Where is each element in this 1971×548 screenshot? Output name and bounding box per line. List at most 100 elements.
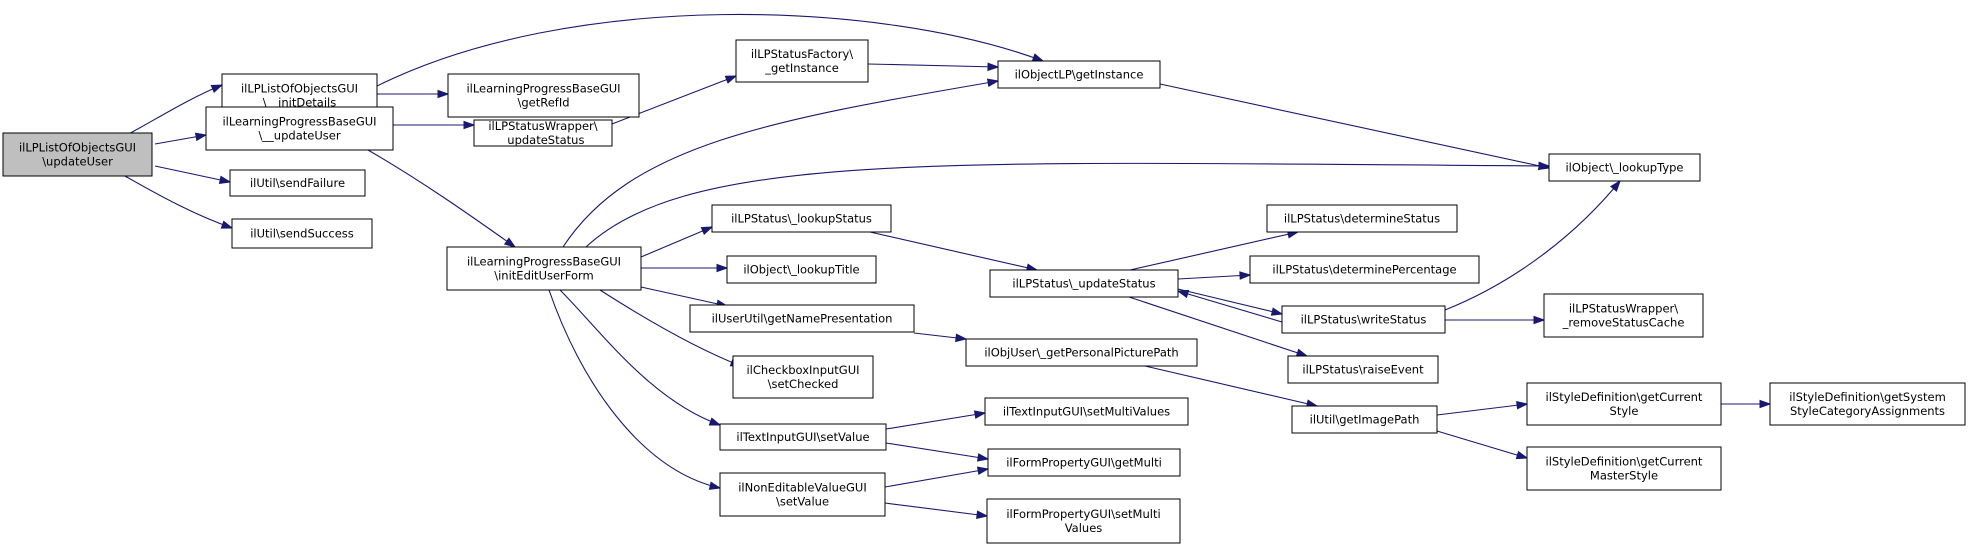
edge-factory-to-objectlp	[867, 62, 1000, 72]
node-box	[726, 255, 877, 284]
node-label: ilLPStatus\_lookupStatus	[731, 212, 872, 226]
edge-line	[1177, 290, 1283, 323]
edge-line	[124, 84, 223, 137]
node-label: ilLPStatus\writeStatus	[1301, 313, 1427, 327]
node-get-system-style-cat[interactable]: ilStyleDefinition\getSystemStyleCategory…	[1769, 382, 1966, 426]
edge-statusupdate-to-determinepct	[1177, 271, 1252, 280]
node-label: StyleCategoryAssignments	[1790, 404, 1945, 418]
node-init-edit-user-form[interactable]: ilLearningProgressBaseGUI\initEditUserFo…	[446, 246, 642, 291]
node-personal-picture-path[interactable]: ilObjUser\_getPersonalPicturePath	[965, 338, 1198, 367]
node-raise-event[interactable]: ilLPStatus\raiseEvent	[1287, 355, 1439, 384]
node-box	[989, 269, 1179, 298]
edge-line	[1436, 430, 1528, 459]
nodes-layer: ilLPListOfObjectsGUI\updateUserilLPListO…	[2, 39, 1966, 544]
edge-line	[885, 442, 989, 460]
node-label: \setChecked	[768, 377, 839, 391]
node-lookup-type[interactable]: ilObject\_lookupType	[1548, 153, 1701, 182]
node-object-l-p-get-instance[interactable]: ilObjectLP\getInstance	[997, 60, 1161, 89]
node-label: ilStyleDefinition\getCurrent	[1546, 455, 1703, 469]
node-box	[1769, 382, 1966, 426]
node-label: Style	[1610, 404, 1639, 418]
node-label: \updateUser	[42, 155, 113, 169]
arrowhead	[700, 226, 714, 236]
node-label: _updateStatus	[501, 133, 585, 147]
node-label: ilLPStatusWrapper\	[1569, 302, 1678, 316]
node-text-input-set-multi-values[interactable]: ilTextInputGUI\setMultiValues	[984, 397, 1189, 426]
node-remove-status-cache[interactable]: ilLPStatusWrapper\_removeStatusCache	[1543, 293, 1704, 338]
arrowhead	[437, 89, 450, 99]
node-non-editable-set-value[interactable]: ilNonEditableValueGUI\setValue	[719, 472, 886, 517]
edge-noneditable-to-setmulti	[884, 502, 989, 519]
node-root[interactable]: ilLPListOfObjectsGUI\updateUser	[2, 132, 153, 177]
edge-initedit-to-namepresentation	[640, 286, 729, 308]
node-box	[965, 338, 1198, 367]
node-form-property-set-multi-values[interactable]: ilFormPropertyGUI\setMultiValues	[986, 498, 1181, 544]
edge-line	[640, 286, 728, 307]
node-label: ilFormPropertyGUI\setMulti	[1006, 507, 1160, 521]
node-form-property-get-multi[interactable]: ilFormPropertyGUI\getMulti	[987, 448, 1181, 477]
node-get-ref-id[interactable]: ilLearningProgressBaseGUI\getRefId	[447, 73, 640, 118]
node-status-update[interactable]: ilLPStatus\_updateStatus	[989, 269, 1179, 298]
arrowhead	[1239, 271, 1252, 280]
edge-objectlp-to-lookuptype	[1159, 83, 1551, 170]
edge-namepresentation-to-picturepath	[913, 332, 968, 343]
node-status-wrapper-update[interactable]: ilLPStatusWrapper\_updateStatus	[473, 119, 613, 147]
arrowhead	[1515, 450, 1529, 460]
node-box	[2, 132, 153, 177]
node-label: ilLPStatus\_updateStatus	[1012, 277, 1155, 291]
node-send-failure[interactable]: ilUtil\sendFailure	[229, 169, 366, 197]
node-status-factory[interactable]: ilLPStatusFactory\_getInstance	[735, 39, 869, 83]
edge-root-to-initdetails	[124, 84, 224, 137]
arrowhead	[220, 220, 234, 229]
node-box	[205, 106, 394, 151]
node-send-success[interactable]: ilUtil\sendSuccess	[231, 218, 373, 249]
edge-writestatus-to-statusupdate	[1176, 289, 1283, 323]
edge-line	[869, 231, 1038, 271]
node-label: ilObject\_lookupType	[1565, 161, 1683, 175]
node-text-input-set-value[interactable]: ilTextInputGUI\setValue	[719, 423, 887, 451]
node-box	[1526, 382, 1722, 426]
node-box	[473, 119, 613, 147]
node-update-user-base[interactable]: ilLearningProgressBaseGUI\__updateUser	[205, 106, 394, 151]
node-get-name-presentation[interactable]: ilUserUtil\getNamePresentation	[689, 304, 915, 333]
node-box	[719, 423, 887, 451]
arrowhead	[708, 417, 722, 426]
node-lookup-status[interactable]: ilLPStatus\_lookupStatus	[711, 204, 892, 233]
edge-line	[376, 13, 1044, 87]
arrowhead	[976, 510, 989, 519]
edge-noneditable-to-getmulti	[884, 466, 990, 488]
node-label: _removeStatusCache	[1562, 316, 1685, 330]
node-box	[735, 39, 869, 83]
node-box	[1548, 153, 1701, 182]
node-label: ilStyleDefinition\getCurrent	[1546, 390, 1703, 404]
node-label: \setValue	[776, 495, 829, 509]
edge-initdetails-to-objectlp	[376, 13, 1045, 87]
node-lookup-title[interactable]: ilObject\_lookupTitle	[726, 255, 877, 284]
edge-line	[1144, 365, 1318, 407]
node-determine-percentage[interactable]: ilLPStatus\determinePercentage	[1249, 255, 1480, 284]
arrowhead	[955, 333, 968, 343]
node-label: ilFormPropertyGUI\getMulti	[1006, 456, 1162, 470]
node-label: ilLPListOfObjectsGUI	[19, 141, 136, 155]
node-label: Values	[1065, 521, 1103, 535]
edge-initedit-to-lookuptype	[585, 161, 1551, 248]
node-write-status[interactable]: ilLPStatus\writeStatus	[1281, 305, 1446, 334]
node-box	[1291, 405, 1438, 434]
edge-line	[885, 412, 986, 430]
edge-line	[154, 165, 231, 183]
edge-initedit-to-lookupstatus	[640, 226, 714, 258]
edge-line	[1159, 83, 1550, 169]
edge-initdetails-to-getrefid	[377, 89, 450, 99]
node-determine-status[interactable]: ilLPStatus\determineStatus	[1266, 204, 1458, 233]
edge-updateuser-to-initedit	[367, 149, 517, 248]
node-get-image-path[interactable]: ilUtil\getImagePath	[1291, 405, 1438, 434]
node-label: ilLearningProgressBaseGUI	[467, 255, 621, 269]
edge-line	[884, 502, 988, 517]
edge-writestatus-to-lookuptype	[1444, 179, 1621, 311]
node-label: ilUtil\getImagePath	[1310, 413, 1420, 427]
edge-textinput-to-getmulti	[885, 442, 990, 462]
node-checkbox-set-checked[interactable]: ilCheckboxInputGUI\setChecked	[732, 355, 874, 399]
arrowhead	[987, 62, 1000, 72]
